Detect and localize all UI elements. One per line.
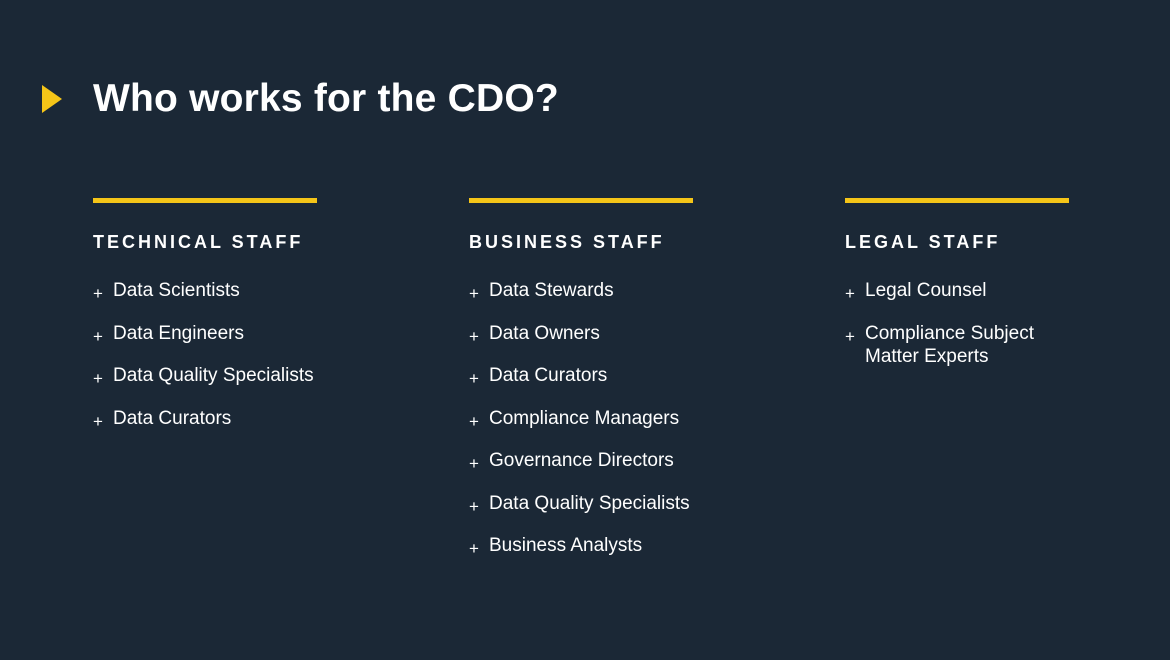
column-heading: LEGAL STAFF xyxy=(845,232,1001,252)
technical-staff-column: TECHNICAL STAFF + Data Scientists + Data E… xyxy=(93,198,343,449)
legal-staff-column: LEGAL STAFF + Legal Counsel + Compliance S… xyxy=(845,198,1095,387)
plus-icon: + xyxy=(93,284,103,303)
column-heading: TECHNICAL STAFF xyxy=(93,232,304,252)
staff-list: + Legal Counsel + Compliance Subject Matte… xyxy=(845,279,1095,368)
list-item-label: Data Curators xyxy=(489,365,608,386)
list-item-label: Data Quality Specialists xyxy=(489,492,690,514)
list-item-label: Compliance Managers xyxy=(489,407,680,429)
list-item-label: Legal Counsel xyxy=(865,280,987,301)
plus-icon: + xyxy=(845,326,855,346)
plus-icon: + xyxy=(93,411,103,431)
list-item: + Business Analysts xyxy=(469,534,719,558)
plus-icon: + xyxy=(93,326,103,346)
plus-icon: + xyxy=(93,369,103,388)
list-item: + Data Stewards xyxy=(469,279,719,303)
list-item: + Legal Counsel xyxy=(845,279,1095,303)
accent-bar xyxy=(845,198,1069,203)
list-item: + Data Curators xyxy=(93,407,343,431)
list-item: + Data Scientists xyxy=(93,279,343,303)
staff-list: + Data Stewards + Data Owners + Data Curato… xyxy=(469,279,719,558)
plus-icon: + xyxy=(845,284,855,303)
slide-header: Who works for the CDO? xyxy=(42,76,559,122)
list-item: + Governance Directors xyxy=(469,449,719,473)
column-heading: BUSINESS STAFF xyxy=(469,232,665,252)
plus-icon: + xyxy=(469,454,479,473)
play-triangle-icon xyxy=(42,85,62,113)
plus-icon: + xyxy=(469,369,479,388)
list-item: + Data Engineers xyxy=(93,322,343,346)
list-item-label: Data Stewards xyxy=(489,280,614,301)
business-staff-column: BUSINESS STAFF + Data Stewards + Data Owne… xyxy=(469,198,719,577)
list-item: + Data Quality Specialists xyxy=(93,364,343,388)
list-item: + Compliance Managers xyxy=(469,407,719,431)
accent-bar xyxy=(469,198,693,203)
list-item: + Data Owners xyxy=(469,322,719,346)
list-item-label: Compliance Subject Matter Experts xyxy=(865,322,1034,367)
slide-title: Who works for the CDO? xyxy=(93,77,559,120)
list-item-label: Data Curators xyxy=(113,407,232,429)
list-item: + Compliance Subject Matter Experts xyxy=(845,322,1095,368)
plus-icon: + xyxy=(469,539,479,558)
list-item-label: Data Scientists xyxy=(113,280,240,301)
list-item-label: Data Engineers xyxy=(113,322,244,344)
list-item-label: Data Quality Specialists xyxy=(113,365,314,386)
plus-icon: + xyxy=(469,496,479,516)
list-item-label: Business Analysts xyxy=(489,535,643,556)
plus-icon: + xyxy=(469,284,479,303)
list-item-label: Governance Directors xyxy=(489,450,674,471)
list-item: + Data Quality Specialists xyxy=(469,492,719,516)
staff-list: + Data Scientists + Data Engineers + Data Q… xyxy=(93,279,343,431)
list-item: + Data Curators xyxy=(469,364,719,388)
list-item-label: Data Owners xyxy=(489,322,600,344)
accent-bar xyxy=(93,198,317,203)
plus-icon: + xyxy=(469,326,479,346)
plus-icon: + xyxy=(469,411,479,431)
